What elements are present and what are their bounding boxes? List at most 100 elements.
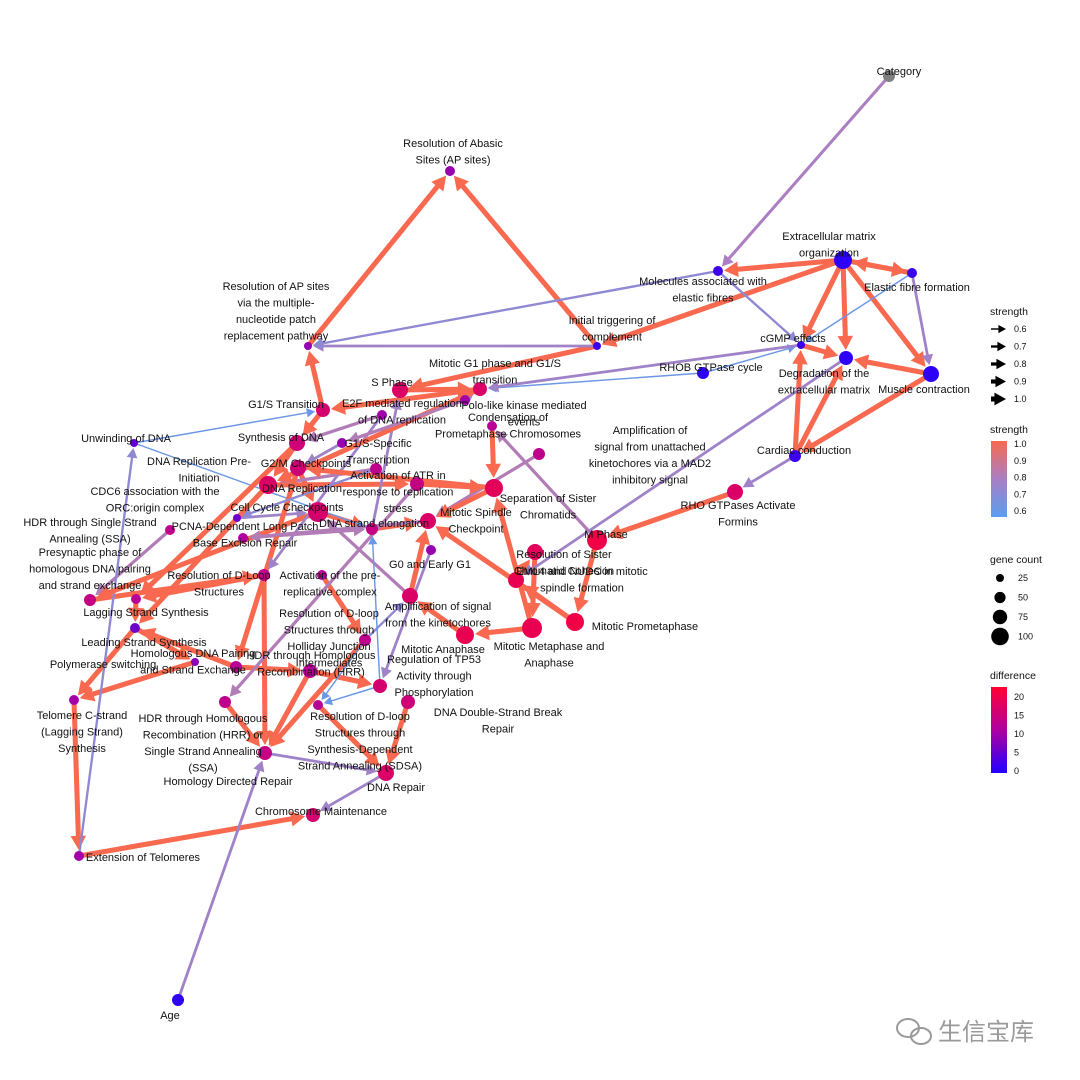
edge-arrowhead bbox=[723, 261, 739, 277]
node-mitotic_anaphase[interactable] bbox=[456, 626, 474, 644]
node-cell_cycle_cp[interactable] bbox=[308, 502, 328, 522]
edge-ecm_org-to-initial_complement bbox=[601, 257, 846, 348]
node-cardiac[interactable] bbox=[789, 450, 801, 462]
node-dna_repair[interactable] bbox=[378, 765, 394, 781]
node-g2m[interactable] bbox=[290, 460, 306, 476]
legend-difference-title: difference bbox=[990, 670, 1036, 682]
edge-rho_formins-to-m_phase bbox=[607, 489, 738, 540]
node-g1s_transition[interactable] bbox=[316, 403, 330, 417]
node-res_sister[interactable] bbox=[527, 544, 543, 560]
node-pre_rep_complex[interactable] bbox=[317, 570, 327, 580]
edge-arrowhead bbox=[487, 380, 500, 393]
node-amp_kinetochores[interactable] bbox=[402, 588, 418, 604]
node-ecm_org[interactable] bbox=[834, 251, 852, 269]
node-age[interactable] bbox=[172, 994, 184, 1006]
node-dna_elong[interactable] bbox=[366, 523, 378, 535]
node-lagging[interactable] bbox=[131, 594, 141, 604]
node-m_phase[interactable] bbox=[587, 530, 607, 550]
edge-line bbox=[233, 664, 291, 673]
edge-arrowhead bbox=[607, 524, 624, 540]
edge-arrowhead bbox=[296, 507, 308, 520]
node-rhob[interactable] bbox=[697, 367, 709, 379]
node-unwinding[interactable] bbox=[130, 439, 138, 447]
node-pcna_lp[interactable] bbox=[238, 533, 248, 543]
node-res_dloop[interactable] bbox=[258, 569, 270, 581]
edge-dna_rep_pre-to-cdc6 bbox=[241, 467, 378, 519]
edge-line bbox=[309, 362, 326, 413]
node-rho_formins[interactable] bbox=[727, 484, 743, 500]
node-g0_g1[interactable] bbox=[426, 545, 436, 555]
node-mitotic_spindle_cp[interactable] bbox=[420, 513, 436, 529]
node-dna_replication[interactable] bbox=[259, 476, 277, 494]
node-chromosome_maint[interactable] bbox=[306, 808, 320, 822]
node-homology_directed[interactable] bbox=[258, 746, 272, 760]
node-muscle[interactable] bbox=[923, 366, 939, 382]
edge-homology_directed-to-dna_repair bbox=[263, 751, 378, 776]
node-cgmp[interactable] bbox=[797, 341, 805, 349]
node-label-rhob: RHOB GTPase cycle bbox=[659, 362, 762, 374]
node-polymerase_switch[interactable] bbox=[191, 658, 199, 666]
edge-line bbox=[327, 771, 388, 808]
edge-arrowhead bbox=[77, 679, 93, 696]
node-label-category: Category bbox=[877, 66, 922, 78]
edge-line bbox=[330, 685, 381, 702]
node-plk[interactable] bbox=[460, 395, 470, 405]
node-initial_complement[interactable] bbox=[593, 342, 601, 350]
node-s_phase[interactable] bbox=[392, 382, 408, 398]
edge-res_dloop_hj-to-res_dloop_sdsa bbox=[321, 639, 366, 701]
node-eml4[interactable] bbox=[508, 572, 524, 588]
legend-strength-tick: 0.9 bbox=[1014, 456, 1027, 466]
edge-arrowhead bbox=[347, 431, 361, 444]
node-mitotic_prometa[interactable] bbox=[566, 613, 584, 631]
node-presynaptic[interactable] bbox=[84, 594, 96, 606]
legend-gene-dot bbox=[996, 574, 1004, 582]
edge-molecules_elastic-to-ap_multi bbox=[312, 269, 720, 349]
edge-arrowhead bbox=[248, 530, 261, 543]
node-e2f[interactable] bbox=[377, 410, 387, 420]
node-tp53[interactable] bbox=[373, 679, 387, 693]
node-ext_telomeres[interactable] bbox=[74, 851, 84, 861]
edge-ap_multi-to-abasic bbox=[305, 175, 447, 349]
node-dna_rep_pre[interactable] bbox=[370, 463, 382, 475]
legend-arrow-0.7: 0.7 bbox=[991, 342, 1027, 352]
node-condensation[interactable] bbox=[487, 421, 497, 431]
node-telomere_c[interactable] bbox=[69, 695, 79, 705]
edge-arrowhead bbox=[306, 462, 322, 479]
node-hdr_ssa[interactable] bbox=[165, 525, 175, 535]
node-elastic_fibre[interactable] bbox=[907, 268, 917, 278]
edge-line bbox=[750, 454, 797, 484]
node-mad2[interactable] bbox=[533, 448, 545, 460]
node-homologous_pair[interactable] bbox=[230, 661, 242, 673]
node-hdr_hr_ssa[interactable] bbox=[219, 696, 231, 708]
legend-strength-colorbar-title: strength bbox=[990, 424, 1028, 436]
node-mitotic_g1s[interactable] bbox=[473, 382, 487, 396]
node-cdc6[interactable] bbox=[233, 514, 241, 522]
node-degradation_ecm[interactable] bbox=[839, 351, 853, 365]
node-category[interactable] bbox=[883, 70, 895, 82]
node-molecules_elastic[interactable] bbox=[713, 266, 723, 276]
edge-initial_complement-to-abasic bbox=[453, 175, 600, 349]
node-leading[interactable] bbox=[130, 623, 140, 633]
edge-line bbox=[530, 356, 848, 571]
node-res_dloop_hj[interactable] bbox=[359, 634, 371, 646]
node-sep_sister[interactable] bbox=[485, 479, 503, 497]
node-dsb_repair[interactable] bbox=[401, 695, 415, 709]
legend-arrow-0.6: 0.6 bbox=[991, 324, 1027, 334]
node-g1s_specific[interactable] bbox=[337, 438, 347, 448]
node-synthesis_dna[interactable] bbox=[289, 435, 305, 451]
edge-elastic_fibre-to-muscle bbox=[910, 271, 934, 366]
node-mitotic_meta[interactable] bbox=[522, 618, 542, 638]
node-ap_multi[interactable] bbox=[304, 342, 312, 350]
edge-condensation-to-sep_sister bbox=[485, 423, 501, 479]
edge-line bbox=[385, 548, 433, 671]
node-atr[interactable] bbox=[410, 477, 424, 491]
node-abasic[interactable] bbox=[445, 166, 455, 176]
node-res_dloop_sdsa[interactable] bbox=[313, 700, 323, 710]
edge-amp_kinetochores-to-mitotic_spindle_cp bbox=[407, 529, 431, 599]
node-hdr_hr[interactable] bbox=[303, 664, 317, 678]
